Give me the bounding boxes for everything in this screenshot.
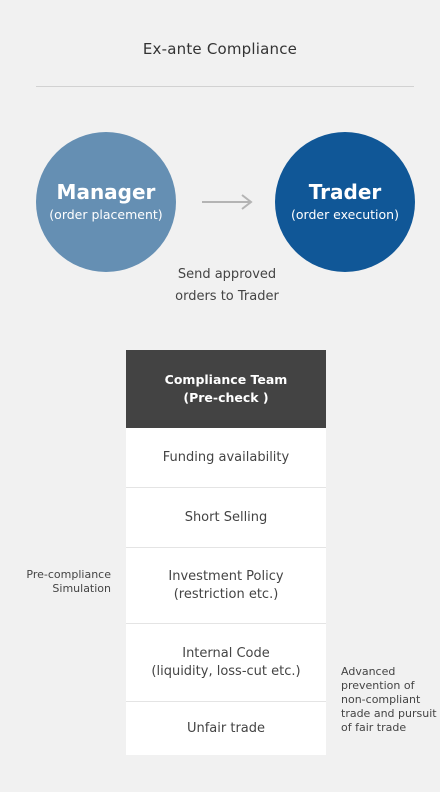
send-orders-caption: Send approved orders to Trader bbox=[150, 264, 304, 308]
title-divider bbox=[36, 86, 414, 87]
prevention-note: Advanced prevention of non-compliant tra… bbox=[341, 665, 437, 735]
check-item-label: Internal Code bbox=[182, 645, 270, 661]
note-line: non-compliant bbox=[341, 693, 421, 706]
check-item-label: Short Selling bbox=[184, 509, 268, 525]
send-orders-line: orders to Trader bbox=[175, 289, 279, 304]
note-line: prevention of bbox=[341, 679, 415, 692]
check-item-detail: (restriction etc.) bbox=[173, 586, 279, 602]
note-line: of fair trade bbox=[341, 721, 407, 734]
manager-node: Manager (order placement) bbox=[36, 132, 176, 272]
page-title: Ex-ante Compliance bbox=[142, 40, 298, 58]
check-item-short-selling: Short Selling bbox=[126, 488, 326, 548]
check-item-internal-code: Internal Code (liquidity, loss-cut etc.) bbox=[126, 624, 326, 702]
arrow-right-icon bbox=[202, 194, 253, 210]
check-item-investment-policy: Investment Policy (restriction etc.) bbox=[126, 548, 326, 624]
check-item-label: Investment Policy bbox=[168, 568, 284, 584]
note-line: Pre-compliance bbox=[26, 568, 111, 581]
compliance-header: Compliance Team (Pre-check ) bbox=[126, 350, 326, 428]
check-item-unfair-trade: Unfair trade bbox=[126, 702, 326, 755]
send-orders-line: Send approved bbox=[177, 267, 277, 282]
check-item-detail: (liquidity, loss-cut etc.) bbox=[151, 663, 301, 679]
pre-compliance-note: Pre-compliance Simulation bbox=[10, 568, 111, 596]
manager-sublabel: (order placement) bbox=[49, 207, 163, 222]
trader-label: Trader bbox=[308, 180, 382, 204]
note-line: trade and pursuit bbox=[341, 707, 437, 720]
compliance-panel: Compliance Team (Pre-check ) Funding ava… bbox=[126, 350, 326, 755]
check-item-funding: Funding availability bbox=[126, 428, 326, 488]
check-item-label: Unfair trade bbox=[186, 720, 266, 736]
check-item-label: Funding availability bbox=[162, 449, 290, 465]
note-line: Advanced bbox=[341, 665, 396, 678]
note-line: Simulation bbox=[52, 582, 111, 595]
manager-label: Manager bbox=[56, 180, 156, 204]
compliance-header-title: Compliance Team bbox=[164, 372, 288, 387]
trader-sublabel: (order execution) bbox=[291, 207, 399, 222]
trader-node: Trader (order execution) bbox=[275, 132, 415, 272]
compliance-header-subtitle: (Pre-check ) bbox=[183, 390, 269, 405]
